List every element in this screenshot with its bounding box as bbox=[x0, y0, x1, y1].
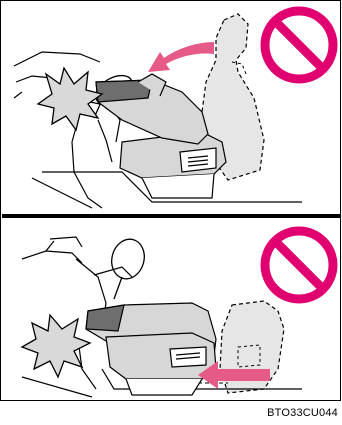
impact-burst-icon bbox=[38, 68, 102, 130]
seatback-folded-forward bbox=[96, 74, 208, 144]
front-seat bbox=[120, 132, 226, 198]
panel-seat-slid-forward bbox=[2, 219, 341, 401]
figure-frame bbox=[0, 0, 341, 401]
impact-burst-icon bbox=[22, 315, 90, 377]
panel-seatback-reclined-forward bbox=[2, 2, 341, 214]
prohibition-icon bbox=[265, 231, 333, 299]
prohibition-icon bbox=[265, 11, 333, 79]
top-illustration bbox=[2, 2, 341, 214]
steering-wheel bbox=[107, 236, 148, 299]
figure-code: BTO33CU044 bbox=[267, 407, 338, 419]
panel-divider bbox=[2, 214, 341, 218]
bottom-illustration bbox=[2, 219, 341, 401]
front-seat-slid-forward bbox=[86, 303, 216, 395]
arrow-left-curved-icon bbox=[148, 42, 214, 72]
